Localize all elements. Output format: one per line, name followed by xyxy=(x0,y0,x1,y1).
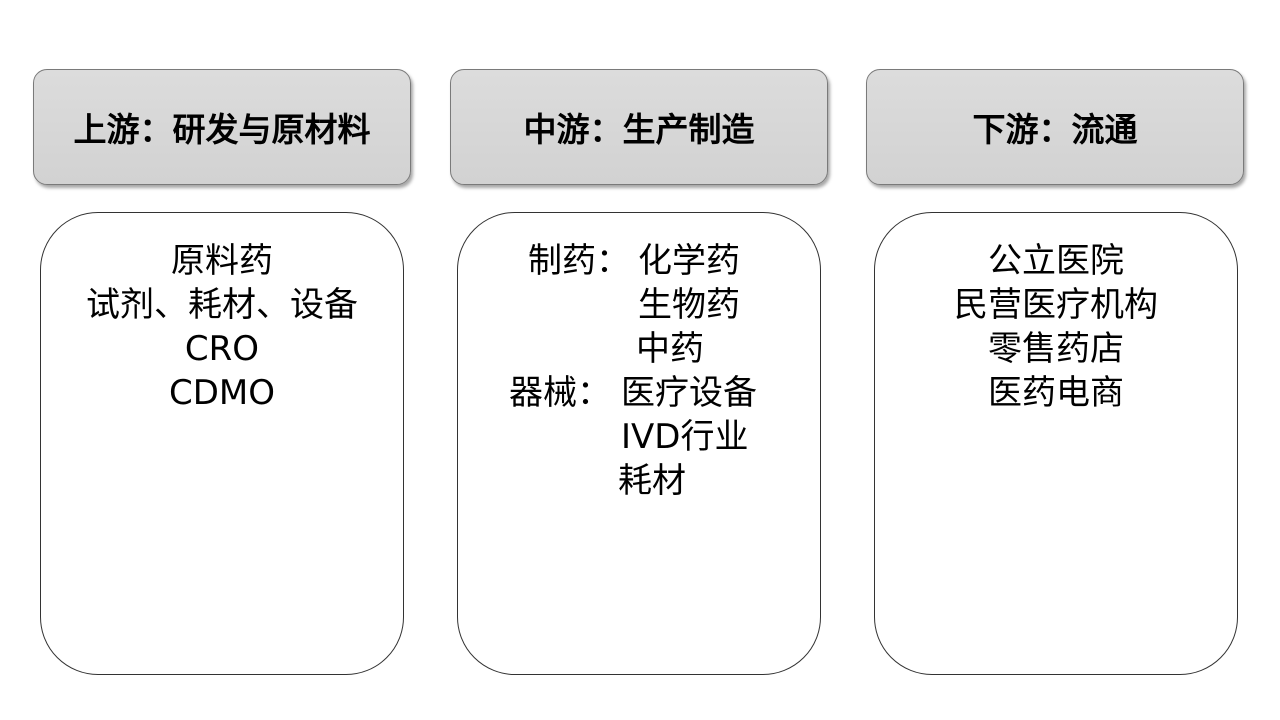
header-downstream-title: 下游：流通 xyxy=(972,110,1138,149)
box-downstream: 公立医院 民营医疗机构 零售药店 医药电商 xyxy=(874,212,1238,675)
downstream-item: 民营医疗机构 xyxy=(954,285,1158,325)
device-label: 器械： xyxy=(509,373,611,413)
device-item: IVD行业 xyxy=(621,417,749,457)
pharma-label: 制药： xyxy=(528,241,630,281)
header-midstream: 中游：生产制造 xyxy=(450,69,828,185)
pharma-item: 中药 xyxy=(636,329,704,369)
header-upstream-title: 上游：研发与原材料 xyxy=(73,110,371,149)
upstream-item: CDMO xyxy=(168,373,276,413)
box-upstream: 原料药 试剂、耗材、设备 CRO CDMO xyxy=(40,212,404,675)
device-item: 医疗设备 xyxy=(621,373,757,413)
device-item: 耗材 xyxy=(618,461,686,501)
header-midstream-title: 中游：生产制造 xyxy=(523,110,755,149)
upstream-item: 试剂、耗材、设备 xyxy=(86,285,358,325)
header-upstream: 上游：研发与原材料 xyxy=(33,69,411,185)
downstream-item: 零售药店 xyxy=(988,329,1124,369)
upstream-item: CRO xyxy=(184,329,260,369)
upstream-item: 原料药 xyxy=(171,241,273,281)
box-midstream: 制药： 化学药 生物药 中药 器械： 医疗设备 IVD行业 耗材 xyxy=(457,212,821,675)
downstream-item: 医药电商 xyxy=(988,373,1124,413)
header-downstream: 下游：流通 xyxy=(866,69,1244,185)
pharma-item: 生物药 xyxy=(638,285,740,325)
pharma-item: 化学药 xyxy=(638,241,740,281)
downstream-item: 公立医院 xyxy=(988,241,1124,281)
